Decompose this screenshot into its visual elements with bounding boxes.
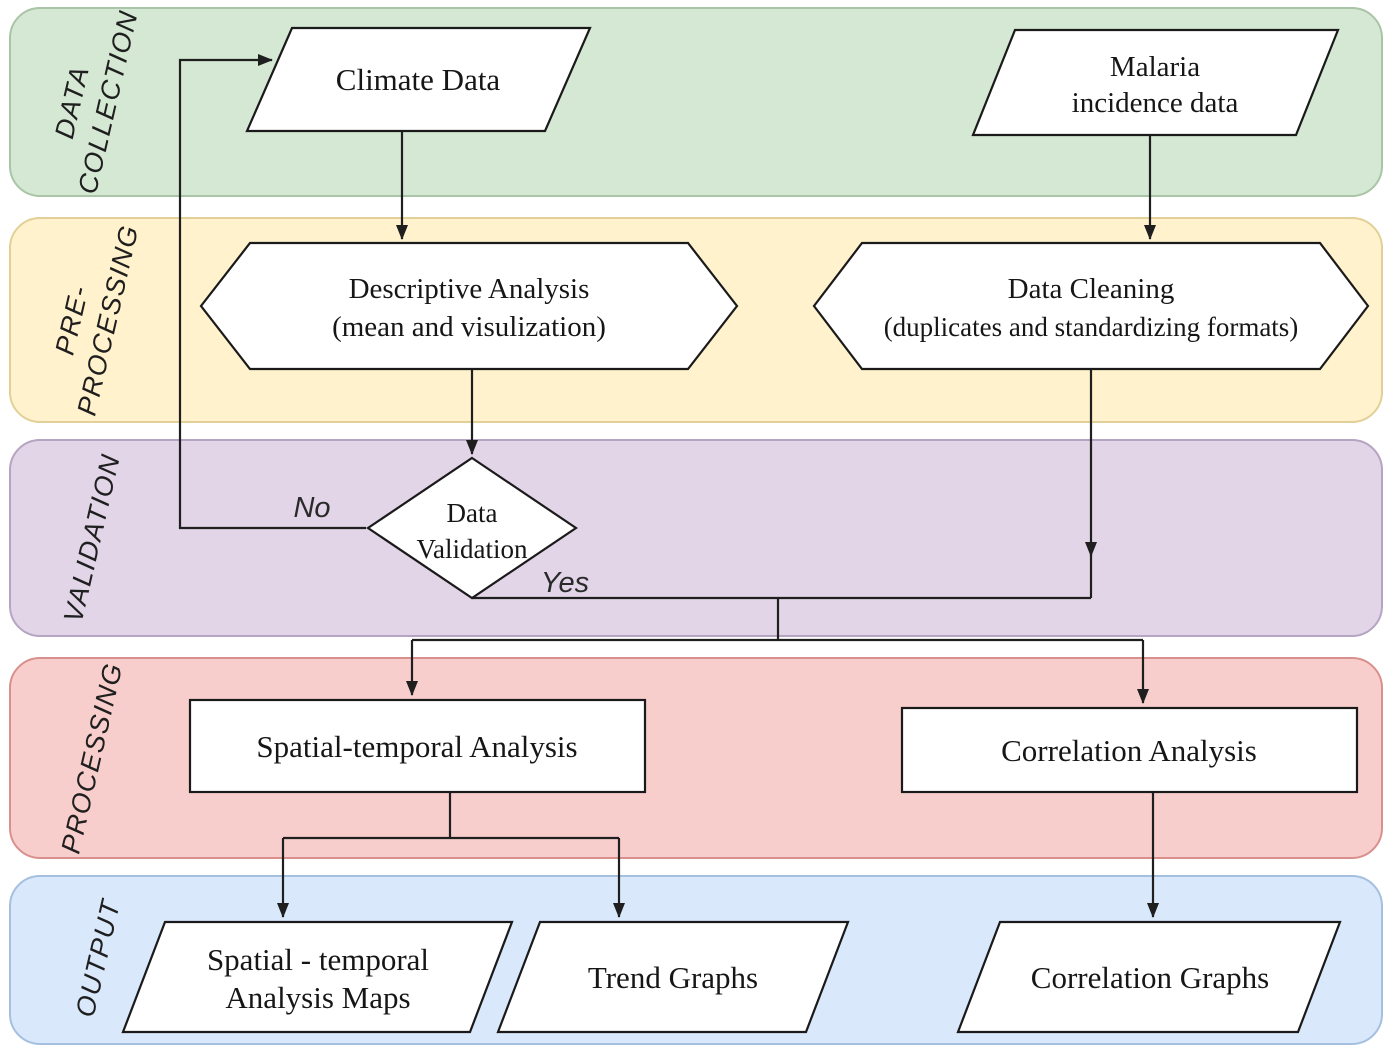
node-descriptive-analysis-shape [199,241,739,371]
band-validation-bg [9,439,1383,637]
node-data-cleaning-shape [812,241,1370,371]
node-spatial-label: Spatial-temporal Analysis [256,729,577,764]
node-data-cleaning: Data Cleaning (duplicates and standardiz… [812,241,1370,371]
edge-label-yes: Yes [541,567,589,599]
node-malaria-incidence-data-shape [971,28,1340,137]
node-climate-data-shape [245,26,592,133]
node-malaria-incidence-data: Malaria incidence data [971,28,1340,137]
node-spatial-temporal-analysis: Spatial-temporal Analysis [188,698,647,794]
node-malaria-label-line2: incidence data [1072,87,1239,119]
node-validation-label-line1: Data [447,498,498,528]
node-trend-graphs: Trend Graphs [496,920,850,1034]
node-descriptive-label-line1: Descriptive Analysis [349,273,590,305]
node-maps-label-line2: Analysis Maps [225,980,410,1015]
node-descriptive-label-line2: (mean and visulization) [332,311,606,343]
node-correlation-analysis: Correlation Analysis [900,706,1359,794]
node-malaria-label-line1: Malaria [1110,51,1200,83]
node-climate-data: Climate Data [245,26,592,133]
node-cleaning-label-line1: Data Cleaning [1008,273,1175,305]
edge-validation-no-loop [178,54,366,530]
node-correlation-graphs-shape [956,920,1342,1034]
node-correlation-label: Correlation Analysis [1001,733,1257,768]
node-data-validation-shape [366,456,578,600]
node-cleaning-label-line2: (duplicates and standardizing formats) [884,312,1299,342]
edges: No Yes [178,54,1159,918]
node-spatial-temporal-maps-shape [121,920,514,1034]
edge-label-no: No [293,492,330,524]
node-descriptive-analysis: Descriptive Analysis (mean and visulizat… [199,241,739,371]
node-spatial-temporal-maps: Spatial - temporal Analysis Maps [121,920,514,1034]
node-validation-label-line2: Validation [417,534,528,564]
node-correlation-graphs-label: Correlation Graphs [1031,960,1269,995]
band-validation: VALIDATION [9,439,1383,637]
node-correlation-graphs: Correlation Graphs [956,920,1342,1034]
node-maps-label-line1: Spatial - temporal [207,942,429,977]
node-climate-data-label: Climate Data [336,62,501,97]
node-spatial-temporal-analysis-shape [188,698,647,794]
node-correlation-analysis-shape [900,706,1359,794]
node-trend-label: Trend Graphs [588,960,758,995]
node-data-validation: Data Validation [366,456,578,600]
node-trend-graphs-shape [496,920,850,1034]
